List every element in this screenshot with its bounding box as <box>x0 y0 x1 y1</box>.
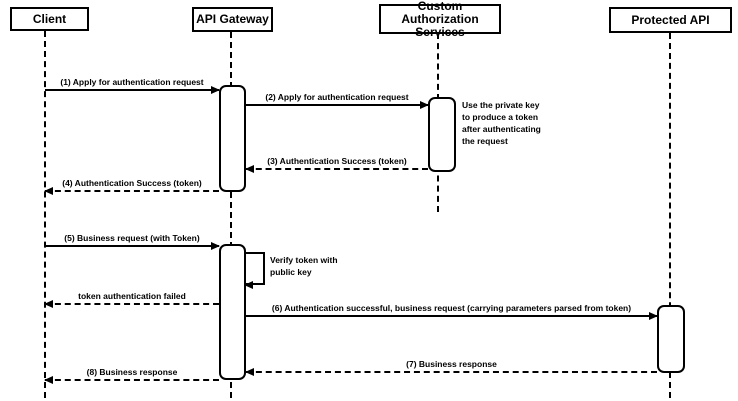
message-3: (3) Authentication Success (token) <box>245 156 428 173</box>
message-label: (8) Business response <box>86 367 178 377</box>
message-1: (1) Apply for authentication request <box>45 77 220 94</box>
lifeline-api-gateway <box>230 32 232 398</box>
lifeline-client <box>44 31 46 398</box>
message-4: (4) Authentication Success (token) <box>44 178 219 195</box>
arrowhead-icon <box>245 165 254 173</box>
message-token-auth-failed: token authentication failed <box>44 291 219 308</box>
message-7: (7) Business response <box>245 359 657 376</box>
arrowhead-icon <box>44 376 53 384</box>
arrowhead-icon <box>211 86 220 94</box>
message-line <box>246 371 657 373</box>
message-line <box>45 190 219 192</box>
self-message-label: Verify token with public key <box>270 255 338 277</box>
arrowhead-icon <box>245 368 254 376</box>
note-private-key: Use the private key to produce a token a… <box>462 100 541 146</box>
participant-client: Client <box>10 7 89 31</box>
arrowhead-icon <box>420 101 429 109</box>
message-2: (2) Apply for authentication request <box>246 92 429 109</box>
message-label: (3) Authentication Success (token) <box>267 156 407 166</box>
message-label: token authentication failed <box>78 291 186 301</box>
activation-custom-authorization-services <box>428 97 456 172</box>
self-message-verify-token <box>244 252 265 289</box>
arrowhead-icon <box>44 187 53 195</box>
message-line <box>45 303 219 305</box>
lifeline-protected-api <box>669 33 671 398</box>
participant-protected-api: Protected API <box>609 7 732 33</box>
activation-api-gateway-business <box>219 244 246 380</box>
message-label: (2) Apply for authentication request <box>265 92 409 102</box>
activation-protected-api <box>657 305 685 373</box>
message-label: (1) Apply for authentication request <box>60 77 204 87</box>
message-line <box>45 89 219 91</box>
message-line <box>246 168 428 170</box>
participant-label: Custom Authorization Services <box>401 0 479 39</box>
message-label: (6) Authentication successful, business … <box>271 303 632 313</box>
message-line <box>45 245 219 247</box>
arrowhead-icon <box>649 312 658 320</box>
participant-api-gateway: API Gateway <box>192 7 273 32</box>
message-5: (5) Business request (with Token) <box>45 233 220 250</box>
message-line <box>45 379 219 381</box>
message-label: (7) Business response <box>406 359 497 369</box>
activation-api-gateway-auth <box>219 85 246 192</box>
message-line <box>246 104 428 106</box>
arrowhead-icon <box>211 242 220 250</box>
participant-label: Client <box>32 11 67 26</box>
message-6: (6) Authentication successful, business … <box>246 303 658 320</box>
participant-label: API Gateway <box>196 12 269 26</box>
participant-label: Protected API <box>631 12 710 27</box>
message-line <box>246 315 657 317</box>
message-label: (5) Business request (with Token) <box>64 233 200 243</box>
arrowhead-icon <box>44 300 53 308</box>
arrowhead-icon <box>244 281 253 289</box>
message-8: (8) Business response <box>44 367 219 384</box>
message-label: (4) Authentication Success (token) <box>62 178 202 188</box>
participant-custom-authorization-services: Custom Authorization Services <box>379 0 501 38</box>
